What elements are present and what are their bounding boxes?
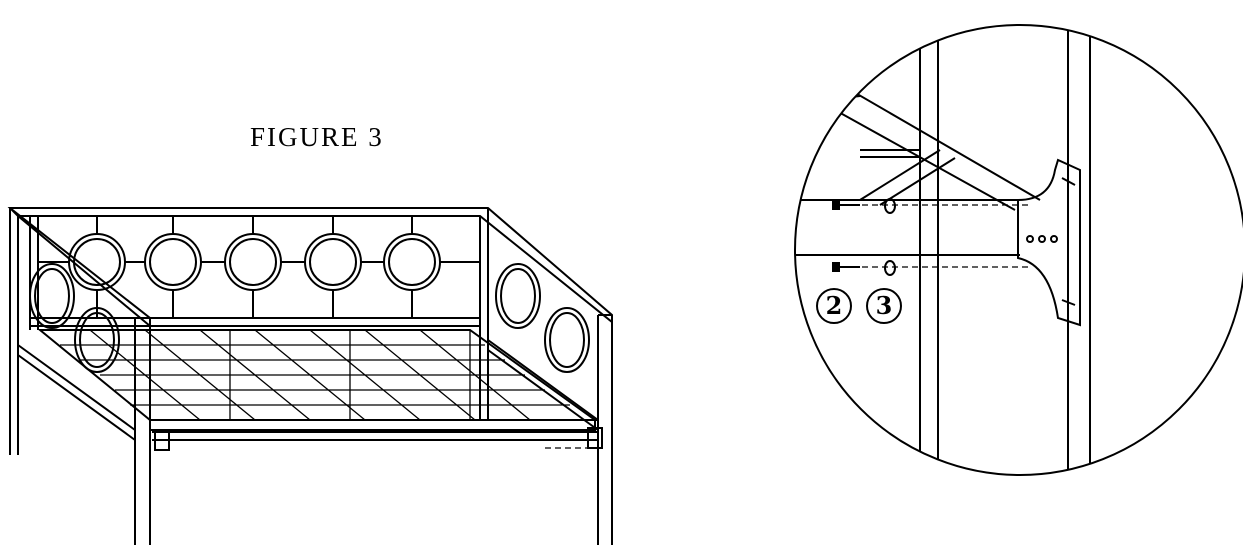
callout-3-label: 3 [876,291,893,320]
callout-2: 2 [816,288,852,324]
detail-circle [794,24,1243,476]
detail-view: 2 3 [794,24,1243,476]
daybed-frame [7,207,613,545]
figure-title: FIGURE 3 [250,122,384,152]
back-circles [38,216,480,318]
spring-deck [37,329,599,431]
side-circles [29,263,590,373]
callout-3: 3 [866,288,902,324]
callout-2-label: 2 [826,291,843,320]
